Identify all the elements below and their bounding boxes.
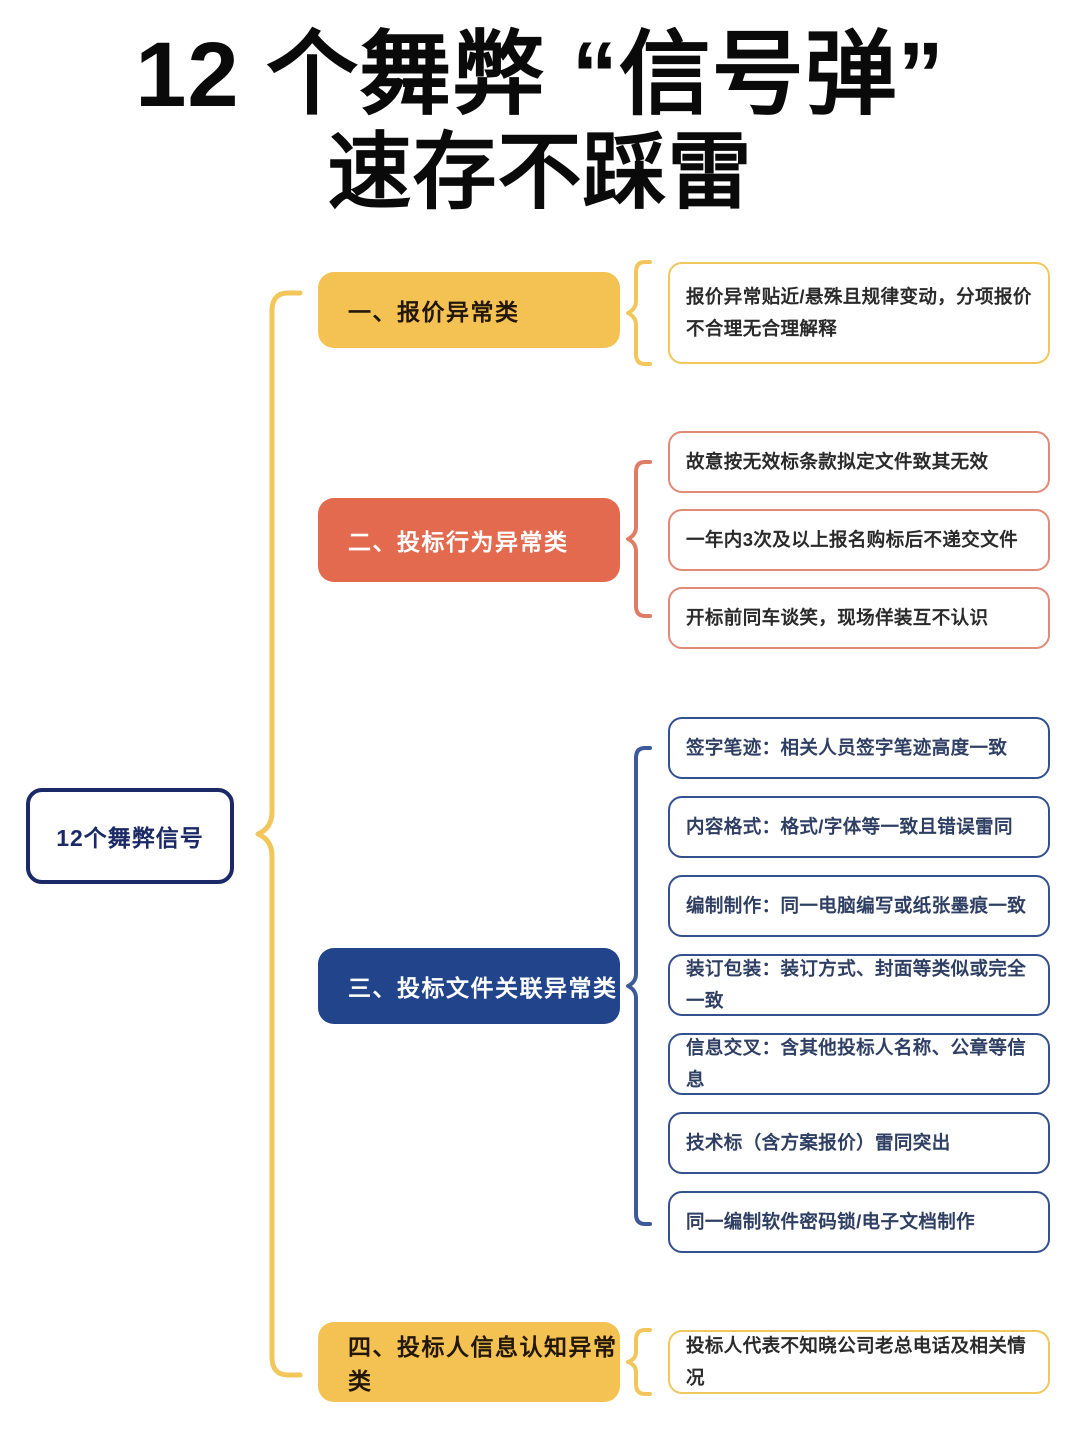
detail-node-1-1[interactable]: 报价异常贴近/悬殊且规律变动，分项报价不合理无合理解释: [668, 262, 1050, 364]
title-line-2: 速存不踩雷: [327, 125, 753, 220]
detail-text-1-1: 报价异常贴近/悬殊且规律变动，分项报价不合理无合理解释: [686, 285, 1032, 339]
detail-node-3-5[interactable]: 信息交叉：含其他投标人名称、公章等信息: [668, 1033, 1050, 1095]
category-node-3[interactable]: 三、投标文件关联异常类: [318, 948, 620, 1024]
detail-text-3-5: 信息交叉：含其他投标人名称、公章等信息: [686, 1036, 1027, 1090]
category-label-2: 二、投标行为异常类: [348, 529, 569, 555]
detail-node-3-1[interactable]: 签字笔迹：相关人员签字笔迹高度一致: [668, 717, 1050, 779]
detail-node-3-6[interactable]: 技术标（含方案报价）雷同突出: [668, 1112, 1050, 1174]
detail-node-2-2[interactable]: 一年内3次及以上报名购标后不递交文件: [668, 509, 1050, 571]
detail-text-3-4: 装订包装：装订方式、封面等类似或完全一致: [686, 957, 1027, 1011]
category-label-3: 三、投标文件关联异常类: [348, 975, 618, 1001]
branch-3-brace-icon: [626, 746, 652, 1226]
category-label-1: 一、报价异常类: [348, 299, 520, 325]
title-line-1: 12 个舞弊 “信号弹”: [135, 24, 945, 126]
root-node-label: 12个舞弊信号: [56, 825, 204, 851]
category-node-1[interactable]: 一、报价异常类: [318, 272, 620, 348]
detail-node-3-2[interactable]: 内容格式：格式/字体等一致且错误雷同: [668, 796, 1050, 858]
branch-1-brace-icon: [626, 260, 652, 366]
root-brace-icon: [255, 290, 303, 1378]
detail-node-3-7[interactable]: 同一编制软件密码锁/电子文档制作: [668, 1191, 1050, 1253]
detail-node-2-3[interactable]: 开标前同车谈笑，现场佯装互不认识: [668, 587, 1050, 649]
branch-4-brace-icon: [626, 1328, 652, 1396]
category-node-2[interactable]: 二、投标行为异常类: [318, 498, 620, 582]
branch-2-brace-icon: [626, 460, 652, 618]
detail-text-3-2: 内容格式：格式/字体等一致且错误雷同: [686, 815, 1013, 837]
detail-node-3-4[interactable]: 装订包装：装订方式、封面等类似或完全一致: [668, 954, 1050, 1016]
detail-node-2-1[interactable]: 故意按无效标条款拟定文件致其无效: [668, 431, 1050, 493]
detail-text-2-3: 开标前同车谈笑，现场佯装互不认识: [686, 606, 989, 628]
detail-text-3-6: 技术标（含方案报价）雷同突出: [686, 1131, 951, 1153]
detail-text-2-2: 一年内3次及以上报名购标后不递交文件: [686, 528, 1018, 550]
detail-node-4-1[interactable]: 投标人代表不知晓公司老总电话及相关情况: [668, 1330, 1050, 1394]
detail-node-3-3[interactable]: 编制制作：同一电脑编写或纸张墨痕一致: [668, 875, 1050, 937]
detail-text-3-7: 同一编制软件密码锁/电子文档制作: [686, 1210, 976, 1232]
detail-text-2-1: 故意按无效标条款拟定文件致其无效: [686, 450, 989, 472]
detail-text-3-1: 签字笔迹：相关人员签字笔迹高度一致: [686, 736, 1008, 758]
category-label-4: 四、投标人信息认知异常类: [348, 1334, 618, 1394]
root-node[interactable]: 12个舞弊信号: [26, 788, 234, 884]
category-node-4[interactable]: 四、投标人信息认知异常类: [318, 1322, 620, 1402]
page-title: 12 个舞弊 “信号弹” 速存不踩雷: [0, 26, 1080, 218]
detail-text-4-1: 投标人代表不知晓公司老总电话及相关情况: [686, 1334, 1027, 1388]
detail-text-3-3: 编制制作：同一电脑编写或纸张墨痕一致: [686, 894, 1027, 916]
